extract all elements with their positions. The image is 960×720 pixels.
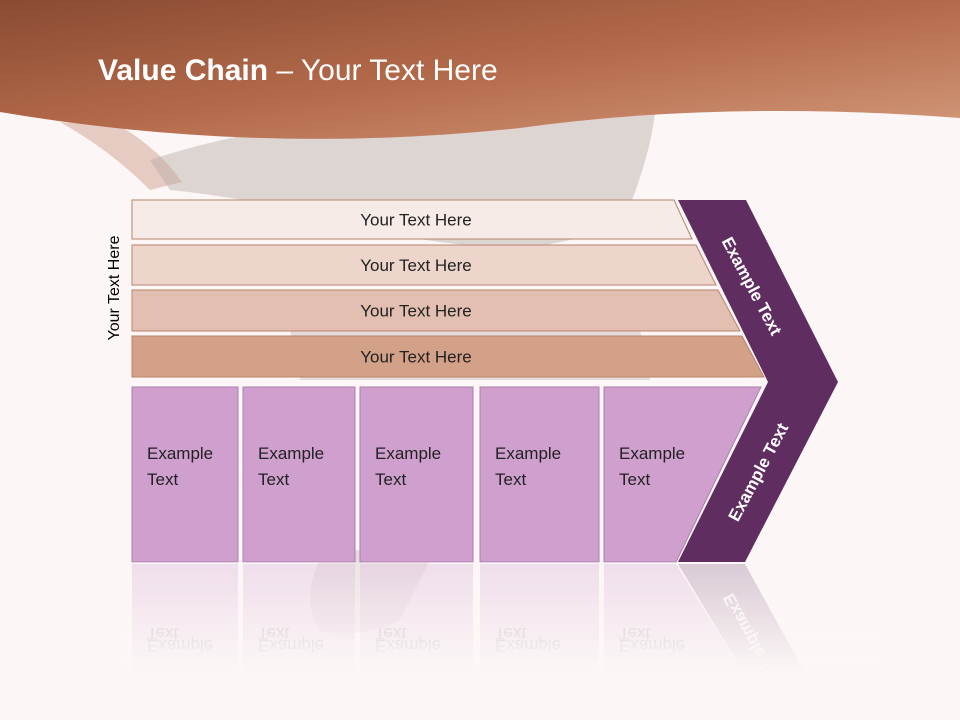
primary-activity-label-line1: Example <box>619 444 685 463</box>
title-rest: – Your Text Here <box>268 54 498 87</box>
primary-activity-label-line2: Text <box>258 470 289 489</box>
primary-activity-label-line2: Text <box>147 470 178 489</box>
primary-activity-label-line2: Text <box>495 470 526 489</box>
header-band <box>0 0 960 139</box>
margin-chevron <box>678 200 838 562</box>
support-row-1 <box>131 199 693 240</box>
primary-activity-label-line1: Example <box>375 444 441 463</box>
primary-activity-label-line2: Text <box>619 470 650 489</box>
support-row-4 <box>131 335 765 378</box>
primary-activity-label-line1: Example <box>495 444 561 463</box>
primary-activity-label-line1: Example <box>147 444 213 463</box>
support-row-label: Your Text Here <box>360 211 472 230</box>
primary-activity-label-line1: Example <box>258 444 324 463</box>
support-row-label: Your Text Here <box>360 256 472 275</box>
primary-activity-label-line2: Text <box>375 470 406 489</box>
support-row-label: Your Text Here <box>360 302 472 321</box>
slide-title: Value Chain – Your Text Here <box>98 54 498 88</box>
title-bold: Value Chain <box>98 54 269 87</box>
support-row-3 <box>131 289 741 332</box>
reflection-fade <box>120 562 880 720</box>
support-row-2 <box>131 244 717 286</box>
support-row-label: Your Text Here <box>360 348 472 367</box>
